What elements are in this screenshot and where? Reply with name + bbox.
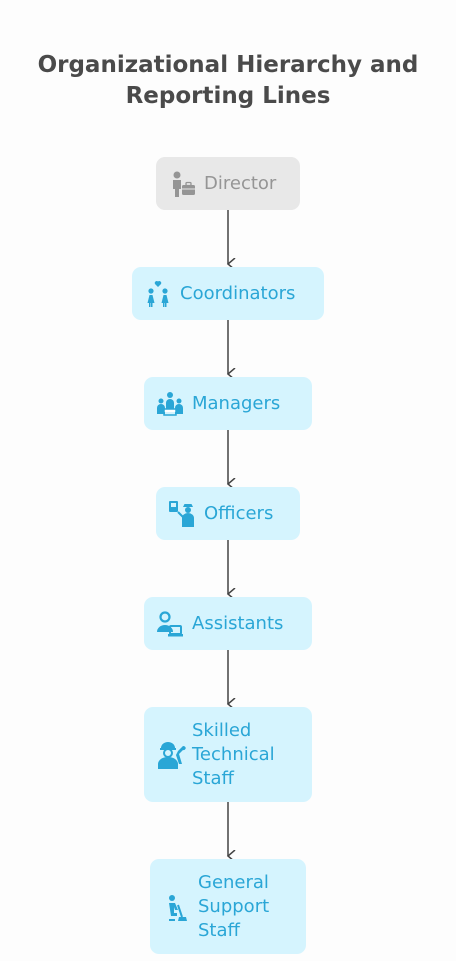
node-coordinators[interactable]: Coordinators xyxy=(132,267,324,320)
node-label: Skilled Technical Staff xyxy=(192,719,275,789)
node-managers[interactable]: Managers xyxy=(144,377,312,430)
diagram-title-line-2: Reporting Lines xyxy=(125,83,331,109)
node-label: General Support Staff xyxy=(198,871,270,941)
node-director[interactable]: Director xyxy=(156,157,300,210)
people-heart-icon xyxy=(142,278,174,310)
node-label: Managers xyxy=(192,392,281,414)
node-skilled-technical-staff[interactable]: Skilled Technical Staff xyxy=(144,707,312,802)
node-general-support-staff[interactable]: General Support Staff xyxy=(150,859,306,954)
worker-wrench-icon xyxy=(154,739,186,771)
officer-badge-icon xyxy=(166,498,198,530)
node-assistants[interactable]: Assistants xyxy=(144,597,312,650)
diagram-title-line-1: Organizational Hierarchy and xyxy=(37,52,419,78)
diagram-title: Organizational Hierarchy and Reporting L… xyxy=(0,50,456,112)
node-label: Officers xyxy=(204,502,274,524)
node-label: Coordinators xyxy=(180,282,296,304)
cleaner-broom-icon xyxy=(160,891,192,923)
node-label: Director xyxy=(204,172,277,194)
node-officers[interactable]: Officers xyxy=(156,487,300,540)
businessman-briefcase-icon xyxy=(166,168,198,200)
assistant-laptop-icon xyxy=(154,608,186,640)
meeting-group-icon xyxy=(154,388,186,420)
node-label: Assistants xyxy=(192,612,284,634)
